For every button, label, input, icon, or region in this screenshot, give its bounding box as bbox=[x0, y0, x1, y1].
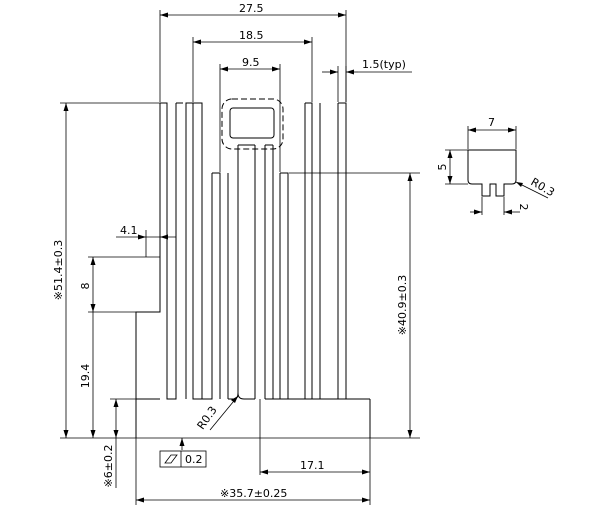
center-left-fin bbox=[237, 145, 248, 400]
fin-2 bbox=[185, 102, 203, 400]
detail-width: 7 bbox=[488, 116, 495, 129]
fin-6 bbox=[288, 102, 313, 400]
detail-neck: 2 bbox=[517, 204, 530, 211]
heatsink-profile bbox=[135, 98, 371, 438]
dim-base-width: ※35.7±0.25 bbox=[220, 487, 287, 500]
extension-lines bbox=[60, 10, 420, 505]
left-outer-fin bbox=[135, 103, 161, 400]
fin-7 bbox=[312, 103, 321, 400]
dim-overall-fin-width: 27.5 bbox=[239, 2, 264, 15]
center-slot bbox=[229, 107, 275, 139]
dim-base-height: ※6±0.2 bbox=[102, 445, 115, 488]
fin-8 bbox=[320, 102, 347, 400]
base-sides bbox=[135, 399, 371, 438]
center-slot-phantom bbox=[221, 98, 284, 150]
dim-fin-height: ※40.9±0.3 bbox=[396, 275, 409, 335]
flatness-icon bbox=[164, 454, 178, 464]
dim-total-height: ※51.4±0.3 bbox=[52, 240, 65, 300]
fin-3 bbox=[212, 172, 221, 399]
dim-center-gap: 9.5 bbox=[242, 56, 260, 69]
dim-lower-height: 19.4 bbox=[79, 364, 92, 389]
dim-fin-thickness: 1.5(typ) bbox=[362, 58, 406, 71]
dim-slot-length: 8 bbox=[79, 283, 92, 290]
dim-left-step: 4.1 bbox=[120, 224, 138, 237]
detail-height: 5 bbox=[436, 164, 449, 171]
fin-1 bbox=[160, 102, 177, 400]
dim-right-offset: 17.1 bbox=[300, 459, 325, 472]
flatness-callout: 0.2 bbox=[159, 450, 207, 468]
detail-profile bbox=[467, 149, 517, 197]
detail-view: 7 5 2 R0.3 bbox=[436, 116, 557, 215]
dimension-labels: 27.5 18.5 9.5 1.5(typ) 4.1 17.1 ※35.7±0.… bbox=[52, 2, 409, 500]
dim-inner-fin-width: 18.5 bbox=[239, 29, 264, 42]
flatness-value: 0.2 bbox=[185, 453, 203, 466]
dim-inner-radius: R0.3 bbox=[195, 404, 220, 432]
dimension-lines bbox=[63, 12, 413, 503]
